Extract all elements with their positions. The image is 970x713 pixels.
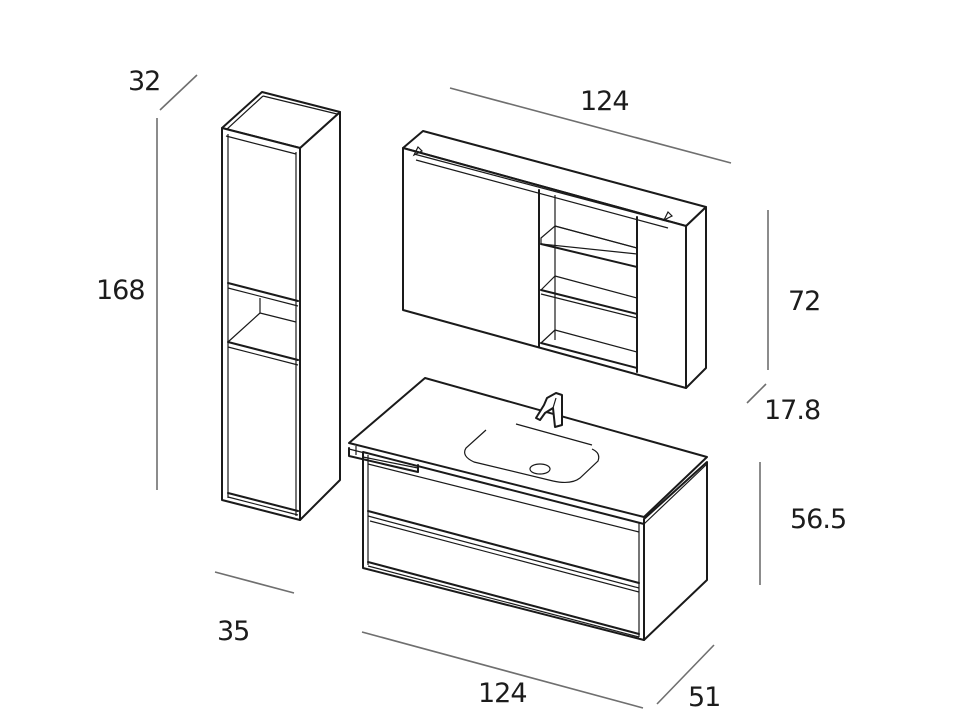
vanity-depth-label: 51	[688, 682, 721, 713]
mirror-depth-label: 17.8	[764, 395, 821, 426]
column-width-line	[214, 571, 295, 594]
vanity-depth-line	[656, 644, 715, 705]
column-cabinet	[221, 91, 341, 521]
mirror-width-label: 124	[580, 86, 630, 117]
mirror-cabinet	[402, 130, 707, 389]
column-depth-label: 32	[128, 66, 161, 97]
column-height-label: 168	[96, 275, 146, 306]
dimension-lines	[156, 74, 769, 709]
vanity-height-label: 56.5	[790, 504, 847, 535]
mirror-depth-line	[746, 383, 767, 404]
column-depth-line	[159, 74, 198, 111]
mirror-width-line	[449, 87, 732, 164]
vanity-width-line	[361, 631, 644, 709]
mirror-height-label: 72	[788, 286, 821, 317]
vanity-unit	[348, 377, 708, 641]
vanity-width-label: 124	[478, 678, 528, 709]
column-width-label: 35	[217, 616, 250, 647]
